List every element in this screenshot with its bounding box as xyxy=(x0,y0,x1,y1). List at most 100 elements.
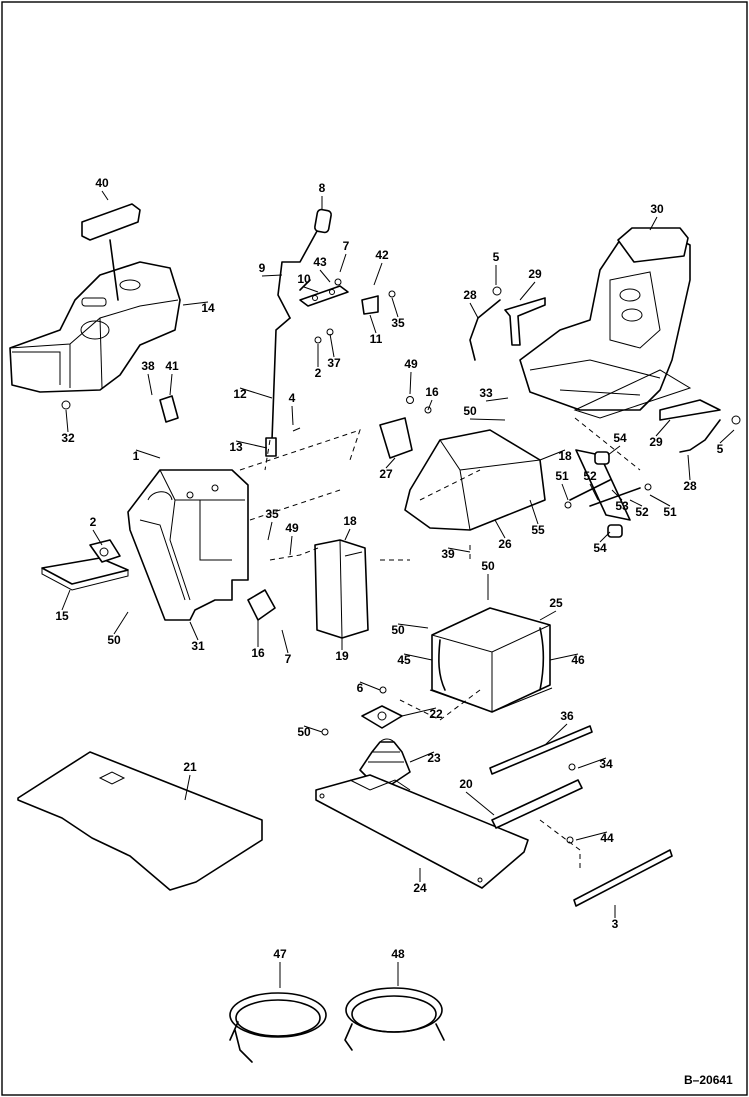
callout-29: 29 xyxy=(649,419,671,449)
callout-number: 10 xyxy=(297,272,311,286)
callout-7: 7 xyxy=(281,629,292,666)
callout-49: 49 xyxy=(285,521,299,556)
callout-leader xyxy=(447,547,471,553)
callout-number: 27 xyxy=(379,467,393,481)
callout-47: 47 xyxy=(273,947,287,988)
callout-number: 11 xyxy=(370,332,383,346)
callout-leader xyxy=(135,449,161,459)
callout-leader xyxy=(401,707,437,717)
callout-9: 9 xyxy=(259,261,283,277)
callout-number: 16 xyxy=(425,385,439,399)
callout-5: 5 xyxy=(717,429,735,456)
callout-number: 40 xyxy=(95,176,109,190)
plate-16 xyxy=(247,589,276,621)
callout-leader xyxy=(607,445,621,456)
seat-support-pan xyxy=(379,396,546,531)
callout-number: 54 xyxy=(613,431,627,445)
callout-leader xyxy=(409,751,435,763)
callout-leader xyxy=(655,419,671,437)
callout-number: 32 xyxy=(61,431,75,445)
callout-7: 7 xyxy=(339,239,350,273)
strip-3 xyxy=(573,849,673,907)
callout-leader xyxy=(427,399,433,411)
callout-16: 16 xyxy=(425,385,439,411)
callout-54: 54 xyxy=(607,431,627,456)
callout-leader xyxy=(469,302,479,319)
callout-number: 44 xyxy=(600,831,614,845)
callout-number: 52 xyxy=(583,469,597,483)
callout-leader xyxy=(182,301,209,306)
callout-50: 50 xyxy=(297,725,323,739)
callout-22: 22 xyxy=(401,707,443,721)
callout-50: 50 xyxy=(391,623,429,637)
callout-leader xyxy=(575,831,608,841)
callout-number: 51 xyxy=(555,469,569,483)
callout-number: 3 xyxy=(612,917,619,931)
callout-number: 54 xyxy=(593,541,607,555)
seat-rail-assembly xyxy=(564,417,652,538)
callout-leader xyxy=(291,405,294,426)
callout-number: 50 xyxy=(463,404,477,418)
callout-number: 29 xyxy=(528,267,542,281)
callout-3: 3 xyxy=(612,905,619,931)
callout-53: 53 xyxy=(611,489,629,513)
callout-number: 50 xyxy=(481,559,495,573)
bolt-6 xyxy=(379,686,387,694)
callout-number: 24 xyxy=(413,881,427,895)
callout-leader xyxy=(539,610,557,621)
callout-number: 7 xyxy=(343,239,350,253)
callout-29: 29 xyxy=(519,267,542,301)
callout-leader xyxy=(184,774,191,801)
callout-number: 52 xyxy=(635,505,649,519)
assembly-lines xyxy=(239,429,581,870)
callout-leader xyxy=(529,499,539,525)
callout-36: 36 xyxy=(544,709,574,746)
callout-26: 26 xyxy=(494,519,512,551)
callout-labels: 1223455677891011121314151616181819202122… xyxy=(55,176,735,988)
callout-leader xyxy=(465,791,495,816)
callout-number: 35 xyxy=(391,316,405,330)
callout-leader xyxy=(344,528,351,541)
callout-35: 35 xyxy=(391,297,405,330)
callout-leader xyxy=(169,373,173,396)
callout-45: 45 xyxy=(397,653,433,667)
callout-leader xyxy=(261,274,283,277)
callout-number: 6 xyxy=(357,681,364,695)
bolt-50-near-boot xyxy=(321,728,329,736)
callout-number: 50 xyxy=(107,633,121,647)
callout-leader xyxy=(329,333,335,358)
callout-39: 39 xyxy=(441,547,471,561)
callout-number: 36 xyxy=(560,709,574,723)
callout-number: 2 xyxy=(315,366,322,380)
callout-14: 14 xyxy=(182,301,215,315)
callout-number: 42 xyxy=(375,248,389,262)
callout-number: 50 xyxy=(297,725,311,739)
callout-number: 5 xyxy=(717,442,724,456)
callout-number: 31 xyxy=(191,639,205,653)
hose-coil-47 xyxy=(229,992,327,1063)
callout-number: 23 xyxy=(427,751,441,765)
callout-32: 32 xyxy=(61,409,75,445)
callout-number: 13 xyxy=(229,440,243,454)
floor-plate-24 xyxy=(315,774,529,889)
callout-leader xyxy=(235,440,268,449)
callout-leader xyxy=(469,418,506,421)
callout-number: 4 xyxy=(289,391,296,405)
callout-number: 12 xyxy=(233,387,247,401)
callout-number: 29 xyxy=(649,435,663,449)
callout-number: 18 xyxy=(558,449,572,463)
callout-leader xyxy=(65,409,69,433)
callout-number: 8 xyxy=(319,181,326,195)
callout-number: 41 xyxy=(165,359,179,373)
callout-number: 39 xyxy=(441,547,455,561)
callout-leader xyxy=(561,483,569,501)
callout-leader xyxy=(61,589,71,611)
callout-33: 33 xyxy=(479,386,509,402)
callout-leader xyxy=(409,371,412,395)
callout-4: 4 xyxy=(289,391,296,426)
callout-number: 53 xyxy=(615,499,629,513)
seat-belt-28a xyxy=(469,286,502,361)
callout-51: 51 xyxy=(555,469,569,501)
callout-leader xyxy=(359,681,381,691)
